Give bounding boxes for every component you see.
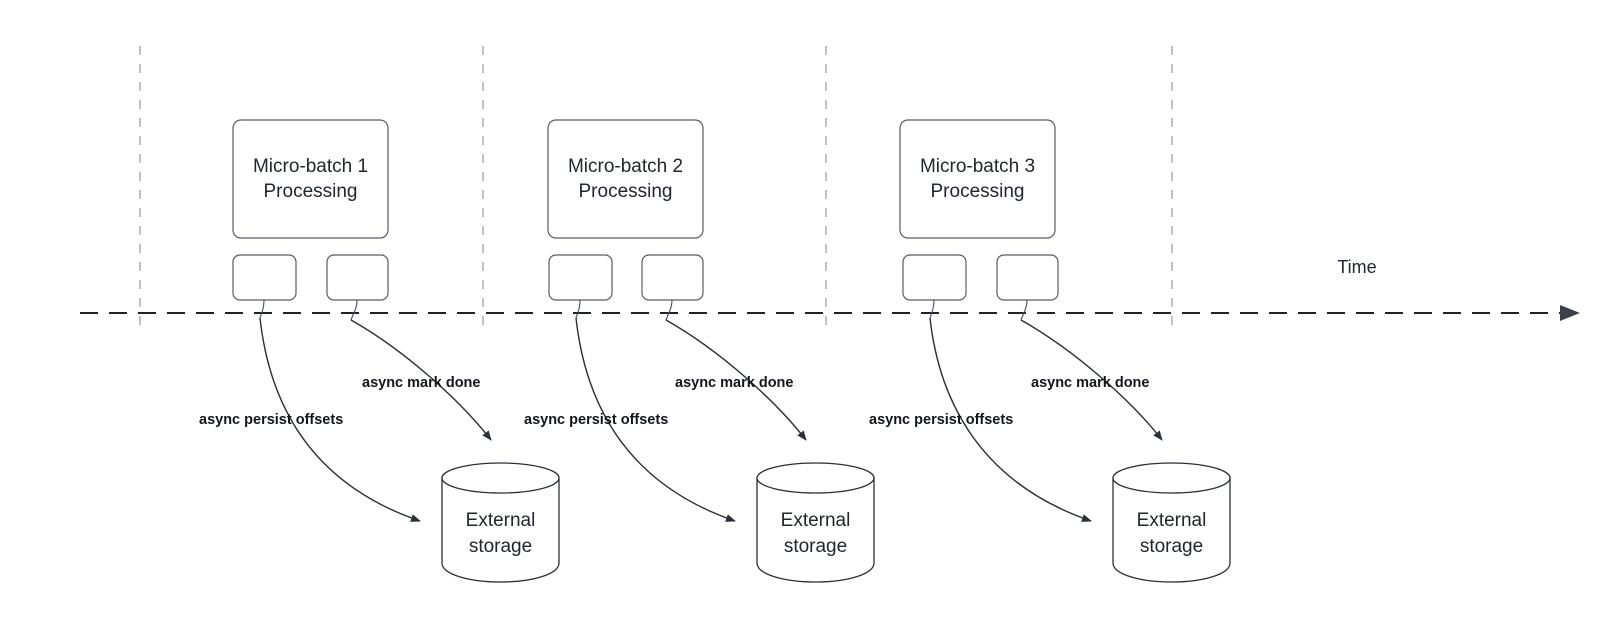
micro-batch-3-persist-offsets-arrow <box>929 317 1092 522</box>
micro-batch-2-persist-stub <box>575 299 581 319</box>
micro-batch-1-box[interactable] <box>232 119 389 239</box>
external-storage-label-line1: External <box>781 510 851 531</box>
micro-batch-3-label-line1: Micro-batch 3 <box>920 156 1035 177</box>
external-storage-label-line1: External <box>466 510 536 531</box>
micro-batch-3-async-persist-offsets-label: async persist offsets <box>869 412 1013 428</box>
micro-batch-1-label-line1: Micro-batch 1 <box>253 156 368 177</box>
micro-batch-2-persist-offsets-arrow <box>575 317 736 522</box>
time-axis: Time <box>80 257 1580 321</box>
micro-batch-1-external-storage[interactable]: External storage <box>441 462 560 583</box>
micro-batch-1-async-mark-done-label: async mark done <box>362 375 480 391</box>
micro-batch-3-box[interactable] <box>899 119 1056 239</box>
micro-batch-1-persist-stub <box>259 299 265 319</box>
micro-batch-3-persist-stub <box>929 299 935 319</box>
external-storage-label-line2: storage <box>1140 536 1203 557</box>
micro-batch-1-mark-done-arrow <box>350 319 492 441</box>
micro-batch-3-external-storage[interactable]: External storage <box>1112 462 1231 583</box>
micro-batch-1-persist-offsets-task[interactable] <box>232 254 297 301</box>
micro-batch-3-label-line2: Processing <box>931 181 1025 202</box>
time-axis-arrow-icon <box>1560 305 1580 321</box>
micro-batch-2-box[interactable] <box>547 119 704 239</box>
micro-batch-3-persist-offsets-task[interactable] <box>902 254 967 301</box>
time-axis-label: Time <box>1337 257 1376 277</box>
micro-batch-1-mark-done-task[interactable] <box>326 254 389 301</box>
micro-batch-1-async-persist-offsets-label: async persist offsets <box>199 412 343 428</box>
micro-batch-2-mark-done-arrow <box>665 319 807 441</box>
external-storage-label-line1: External <box>1137 510 1207 531</box>
micro-batch-2-label-line1: Micro-batch 2 <box>568 156 683 177</box>
micro-batch-group-3: Micro-batch 3 Processing async persist o… <box>869 119 1231 583</box>
micro-batch-2-markdone-stub <box>665 299 673 321</box>
micro-batch-2-external-storage[interactable]: External storage <box>756 462 875 583</box>
external-storage-label-line2: storage <box>469 536 532 557</box>
micro-batch-3-markdone-stub <box>1020 299 1028 321</box>
micro-batch-1-markdone-stub <box>350 299 358 321</box>
micro-batch-1-label-line2: Processing <box>264 181 358 202</box>
micro-batch-3-async-mark-done-label: async mark done <box>1031 375 1149 391</box>
micro-batch-2-persist-offsets-task[interactable] <box>548 254 613 301</box>
micro-batch-2-async-mark-done-label: async mark done <box>675 375 793 391</box>
micro-batch-1-persist-offsets-arrow <box>259 317 421 522</box>
micro-batch-group-1: Micro-batch 1 Processing async persist o… <box>199 119 560 583</box>
micro-batch-2-mark-done-task[interactable] <box>641 254 704 301</box>
micro-batch-group-2: Micro-batch 2 Processing async persist o… <box>524 119 875 583</box>
batch-boundaries <box>139 46 1173 330</box>
micro-batch-2-label-line2: Processing <box>579 181 673 202</box>
micro-batch-3-mark-done-task[interactable] <box>996 254 1059 301</box>
micro-batch-3-mark-done-arrow <box>1020 319 1163 441</box>
external-storage-label-line2: storage <box>784 536 847 557</box>
micro-batch-2-async-persist-offsets-label: async persist offsets <box>524 412 668 428</box>
